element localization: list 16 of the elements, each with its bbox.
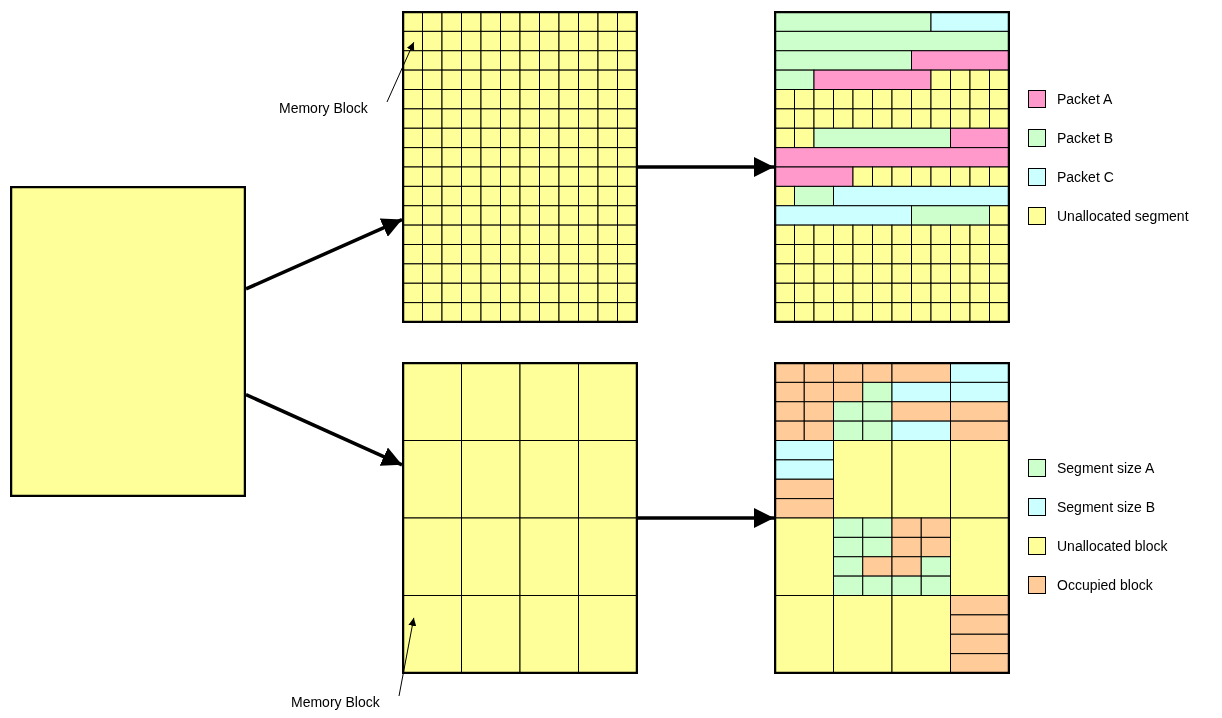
legend-label: Segment size A bbox=[1057, 460, 1155, 476]
legend-label: Occupied block bbox=[1057, 577, 1153, 593]
leader-line bbox=[398, 617, 417, 697]
leader-line bbox=[386, 41, 415, 103]
legend-label: Unallocated block bbox=[1057, 538, 1168, 554]
legend-label: Packet B bbox=[1057, 130, 1114, 146]
arrow bbox=[638, 157, 774, 177]
arrow bbox=[638, 508, 774, 528]
arrow bbox=[245, 217, 403, 291]
legend-label: Packet C bbox=[1057, 169, 1114, 185]
callout-label: Memory Block bbox=[291, 692, 397, 712]
legend-label: Segment size B bbox=[1057, 499, 1156, 515]
callout-label: Memory Block bbox=[279, 98, 385, 118]
arrow bbox=[245, 393, 403, 467]
legend-label: Packet A bbox=[1057, 91, 1113, 107]
legend-label: Unallocated segment bbox=[1057, 208, 1189, 224]
